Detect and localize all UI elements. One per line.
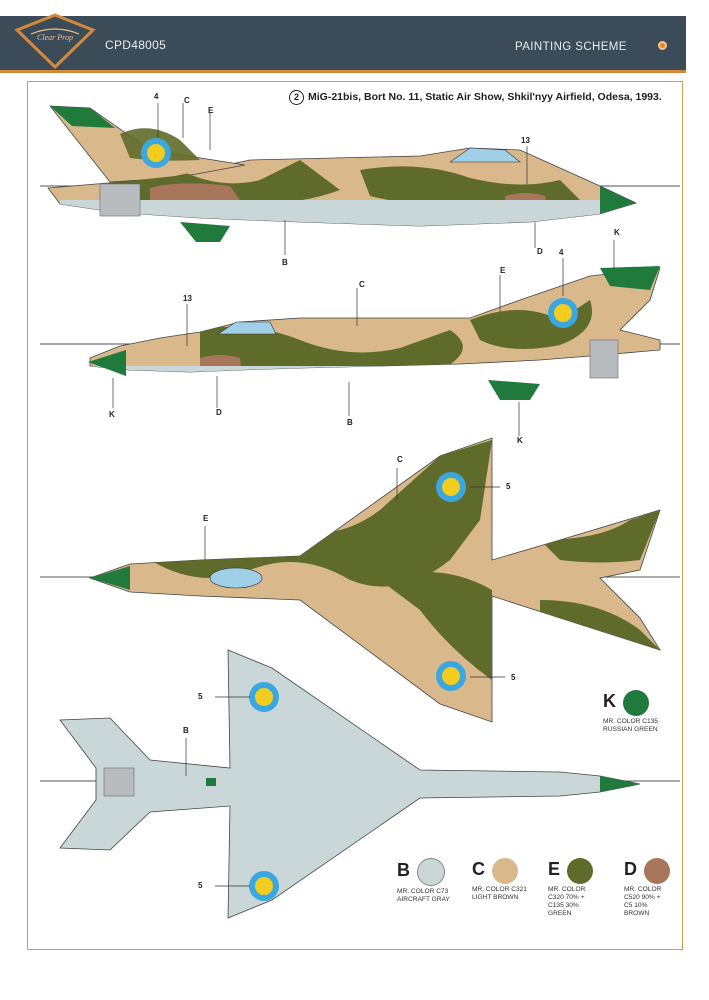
content-frame <box>27 81 683 950</box>
label-right-k-top: K <box>614 228 620 237</box>
color-letter-k: K <box>603 691 616 712</box>
product-code: CPD48005 <box>105 38 167 52</box>
color-letter-e: E <box>548 859 561 880</box>
scheme-caption: 2 MiG-21bis, Bort No. 11, Static Air Show… <box>289 90 662 105</box>
label-right-e: E <box>500 266 506 275</box>
label-bottom-5-upper: 5 <box>198 692 203 701</box>
scheme-title: MiG-21bis, Bort No. 11, Static Air Show,… <box>308 91 662 103</box>
color-swatch-k <box>623 690 650 716</box>
label-top-5-lower: 5 <box>511 673 516 682</box>
label-top-e: E <box>203 514 209 523</box>
label-left-4: 4 <box>154 92 159 101</box>
label-left-b: B <box>282 258 288 267</box>
label-top-5-upper: 5 <box>506 482 511 491</box>
color-swatch-d <box>644 858 671 884</box>
label-right-k-nose: K <box>109 410 115 419</box>
label-left-e: E <box>208 106 214 115</box>
label-bottom-b: B <box>183 726 189 735</box>
scheme-number: 2 <box>289 90 304 105</box>
label-right-c: C <box>359 280 365 289</box>
label-right-b: B <box>347 418 353 427</box>
brand-logo: Clear Prop <box>14 13 96 70</box>
label-left-c: C <box>184 96 190 105</box>
color-swatch-c <box>492 858 519 884</box>
color-swatch-b <box>417 858 446 886</box>
label-right-k-fin: K <box>517 436 523 445</box>
label-right-d: D <box>216 408 222 417</box>
section-title: PAINTING SCHEME <box>515 41 627 53</box>
color-letter-c: C <box>472 859 485 880</box>
leader-lines <box>112 103 615 887</box>
label-top-c: C <box>397 455 403 464</box>
label-right-4: 4 <box>559 248 564 257</box>
logo-text: Clear Prop <box>37 33 73 42</box>
label-left-d: D <box>537 247 543 256</box>
label-right-13: 13 <box>183 294 192 303</box>
color-letter-b: B <box>397 860 410 881</box>
header-dot-icon <box>658 41 667 50</box>
left-side-view <box>40 105 680 242</box>
header-bar: CPD48005 PAINTING SCHEME <box>0 16 686 73</box>
bottom-view <box>40 649 680 919</box>
color-swatch-e <box>567 858 594 884</box>
label-bottom-5-lower: 5 <box>198 881 203 890</box>
color-letter-d: D <box>624 859 637 880</box>
label-left-13: 13 <box>521 136 530 145</box>
top-view <box>40 437 680 723</box>
